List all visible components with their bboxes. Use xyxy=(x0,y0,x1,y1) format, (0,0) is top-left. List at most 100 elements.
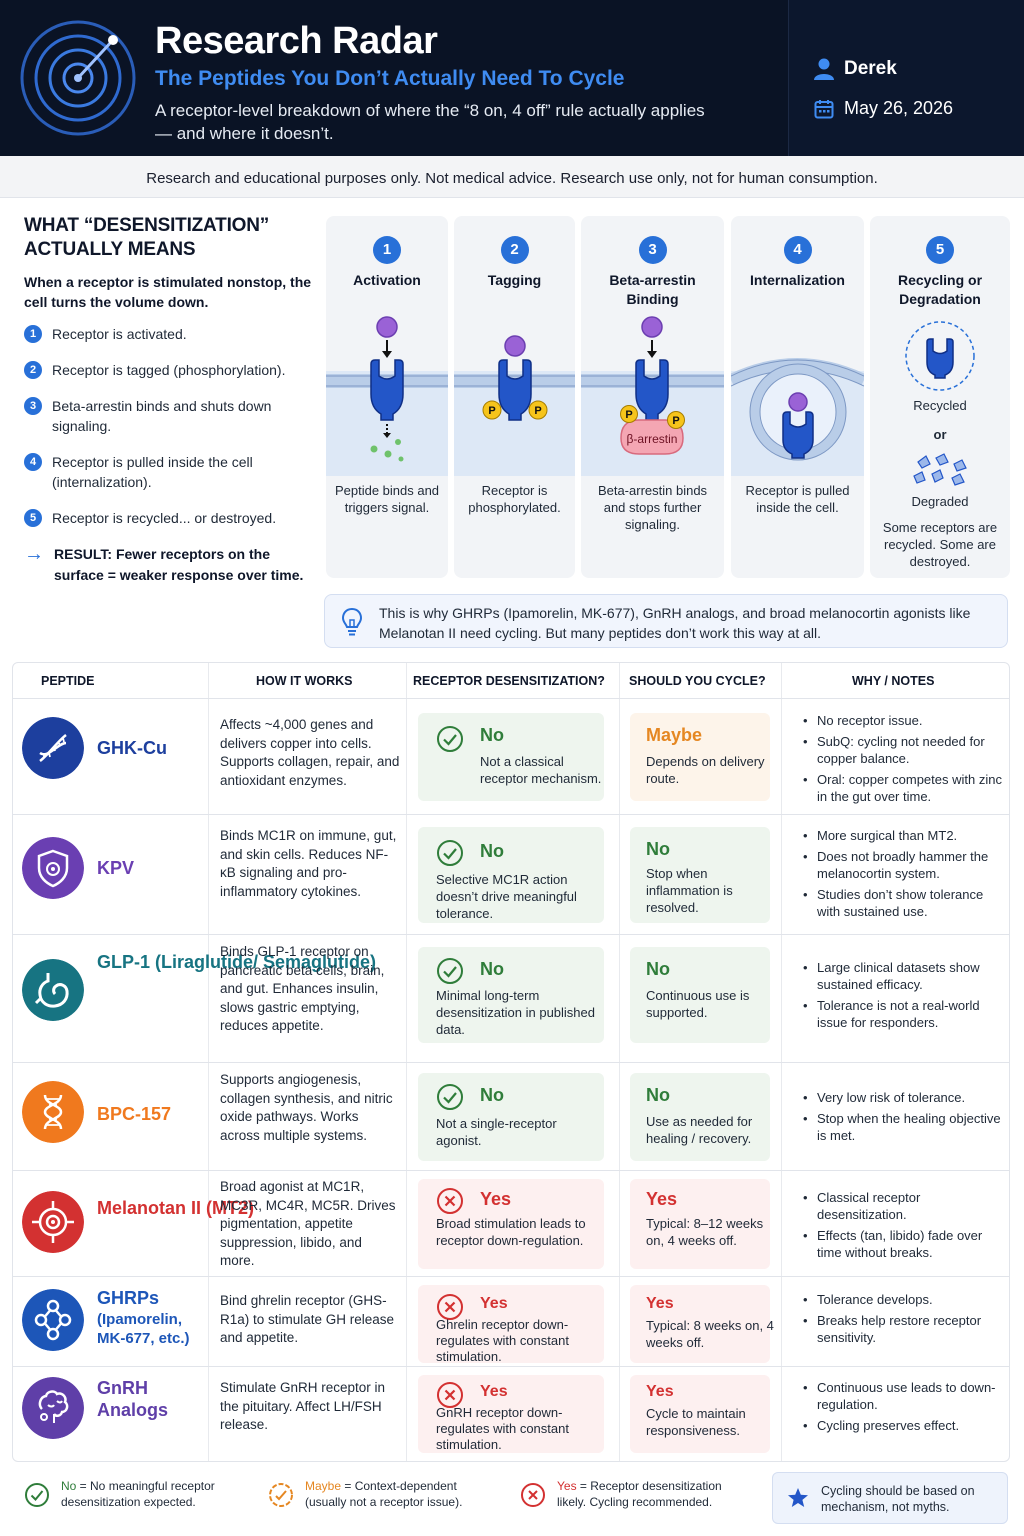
legend: No = No meaningful receptor desensitizat… xyxy=(12,1472,1012,1526)
radar-icon xyxy=(20,20,136,136)
step-number: 5 xyxy=(24,509,42,527)
peptide-name-detail: (Ipamorelin, MK-677, etc.) xyxy=(97,1311,190,1347)
arrow-right-icon: → xyxy=(24,543,44,565)
peptide-table: PEPTIDE HOW IT WORKS RECEPTOR DESENSITIZ… xyxy=(12,662,1010,1462)
cycle-detail: Depends on delivery route. xyxy=(646,754,765,786)
desensitization-cell: No Minimal long-term desensitization in … xyxy=(418,947,604,1043)
list-item: Continuous use leads to down-regulation. xyxy=(803,1379,1003,1413)
stage-description: Peptide binds and triggers signal. xyxy=(334,483,440,515)
how-it-works: Broad agonist at MC1R, MC3R, MC4R, MC5R.… xyxy=(220,1179,396,1268)
desensitization-verdict: Yes xyxy=(480,1189,512,1209)
list-item: Oral: copper competes with zinc in the g… xyxy=(803,771,1003,805)
maybe-circle-icon xyxy=(269,1483,293,1507)
cycle-detail: Continuous use is supported. xyxy=(646,988,750,1020)
stage-number: 5 xyxy=(926,236,954,264)
list-item: More surgical than MT2. xyxy=(803,827,1003,844)
legend-key: No xyxy=(61,1479,77,1493)
list-item: Cycling preserves effect. xyxy=(803,1417,1003,1434)
table-row: GLP-1 (Liraglutide/ Semaglutide) Binds G… xyxy=(13,935,1009,1063)
peptide-name: GnRH Analogs xyxy=(97,1378,169,1420)
list-item: Stop when the healing objective is met. xyxy=(803,1110,1003,1144)
how-it-works: Affects ~4,000 genes and delivers copper… xyxy=(220,717,400,788)
x-circle-icon xyxy=(437,1188,463,1214)
page-subtitle: The Peptides You Don’t Actually Need To … xyxy=(155,67,625,90)
list-item: Large clinical datasets show sustained e… xyxy=(803,959,1003,993)
cycle-cell: No Continuous use is supported. xyxy=(630,947,770,1043)
phospho-label: P xyxy=(534,405,541,417)
cycle-detail: Typical: 8 weeks on, 4 weeks off. xyxy=(646,1318,774,1350)
step-text: Receptor is activated. xyxy=(52,326,187,342)
desensitization-cell: Yes GnRH receptor down-regulates with co… xyxy=(418,1375,604,1453)
legend-callout: Cycling should be based on mechanism, no… xyxy=(772,1472,1008,1524)
step-text: Receptor is recycled... or destroyed. xyxy=(52,510,277,526)
notes-list: No receptor issue. SubQ: cycling not nee… xyxy=(803,712,1003,809)
stage-name: Activation xyxy=(353,272,421,288)
desensitization-detail: GnRH receptor down-regulates with consta… xyxy=(436,1405,569,1452)
check-circle-icon xyxy=(437,840,463,866)
dna-icon xyxy=(22,717,84,779)
list-item: Classical receptor desensitization. xyxy=(803,1189,1003,1223)
result-callout: → RESULT: Fewer receptors on the surface… xyxy=(24,544,320,586)
table-row: KPV Binds MC1R on immune, gut, and skin … xyxy=(13,815,1009,935)
how-it-works: Bind ghrelin receptor (GHS-R1a) to stimu… xyxy=(220,1293,395,1345)
recycled-label: Recycled xyxy=(913,398,967,413)
legend-text: = Context-dependent (usually not a recep… xyxy=(305,1479,463,1509)
author: Derek xyxy=(814,58,897,80)
cycle-detail: Cycle to maintain responsiveness. xyxy=(646,1406,746,1438)
legend-callout-text: Cycling should be based on mechanism, no… xyxy=(821,1484,975,1514)
stage-description: Some receptors are recycled. Some are de… xyxy=(882,520,998,569)
desensitization-cell: No Selective MC1R action doesn’t drive m… xyxy=(418,827,604,923)
stage-description: Receptor is phosphorylated. xyxy=(468,483,561,515)
column-header: SHOULD YOU CYCLE? xyxy=(629,674,766,688)
peptide-name: GLP-1 (Liraglutide/ Semaglutide) xyxy=(97,952,377,972)
legend-no: No = No meaningful receptor desensitizat… xyxy=(61,1478,237,1510)
cycle-detail: Stop when inflammation is resolved. xyxy=(646,866,733,915)
stage-number: 1 xyxy=(373,236,401,264)
tagging-illustration: P P xyxy=(454,335,575,476)
peptide-name: GHK-Cu xyxy=(97,738,167,758)
desensitization-detail: Not a classical receptor mechanism. xyxy=(480,754,602,786)
list-item: Effects (tan, libido) fade over time wit… xyxy=(803,1227,1003,1261)
table-row: GHRPs (Ipamorelin, MK-677, etc.) Bind gh… xyxy=(13,1277,1009,1367)
result-text: RESULT: Fewer receptors on the surface =… xyxy=(54,546,304,583)
list-item: No receptor issue. xyxy=(803,712,1003,729)
desensitization-explainer: WHAT “DESENSITIZATION” ACTUALLY MEANS Wh… xyxy=(24,214,320,586)
column-header: PEPTIDE xyxy=(41,674,95,688)
legend-text: = No meaningful receptor desensitization… xyxy=(61,1479,215,1509)
cycle-cell: Maybe Depends on delivery route. xyxy=(630,713,770,801)
list-item: Tolerance develops. xyxy=(803,1291,1003,1308)
peptide-name: Melanotan II (MT2) xyxy=(97,1198,254,1218)
legend-maybe: Maybe = Context-dependent (usually not a… xyxy=(305,1478,481,1510)
cycle-cell: No Use as needed for healing / recovery. xyxy=(630,1073,770,1161)
stage-description: Receptor is pulled inside the cell. xyxy=(745,483,850,515)
cycle-verdict: No xyxy=(646,959,670,979)
page-title: Research Radar xyxy=(155,20,438,62)
stage-card-tagging: 2 Tagging P P Receptor is phosphorylated… xyxy=(454,216,575,578)
publish-date: May 26, 2026 xyxy=(814,98,953,119)
phospho-label: P xyxy=(488,405,495,417)
desensitization-detail: Ghrelin receptor down-regulates with con… xyxy=(436,1317,569,1364)
star-icon xyxy=(788,1488,808,1507)
legend-key: Maybe xyxy=(305,1479,342,1493)
cycle-cell: No Stop when inflammation is resolved. xyxy=(630,827,770,923)
note-text: This is why GHRPs (Ipamorelin, MK-677), … xyxy=(379,605,971,641)
cycle-detail: Typical: 8–12 weeks on, 4 weeks off. xyxy=(646,1216,764,1248)
molecule-icon xyxy=(22,1289,84,1351)
x-circle-icon xyxy=(521,1483,545,1507)
how-it-works: Binds MC1R on immune, gut, and skin cell… xyxy=(220,828,397,899)
phospho-label: P xyxy=(625,409,632,421)
cycle-cell: Yes Typical: 8 weeks on, 4 weeks off. xyxy=(630,1285,774,1363)
legend-yes: Yes = Receptor desensitization likely. C… xyxy=(557,1478,747,1510)
list-item: Tolerance is not a real-world issue for … xyxy=(803,997,1003,1031)
step-number: 2 xyxy=(24,361,42,379)
desensitization-verdict: No xyxy=(480,1085,504,1105)
dna-icon xyxy=(22,1081,84,1143)
peptide-name: GHRPs xyxy=(97,1288,160,1308)
legend-key: Yes xyxy=(557,1479,577,1493)
cycle-cell: Yes Typical: 8–12 weeks on, 4 weeks off. xyxy=(630,1179,770,1269)
author-name: Derek xyxy=(844,58,897,79)
cycle-detail: Use as needed for healing / recovery. xyxy=(646,1114,753,1146)
